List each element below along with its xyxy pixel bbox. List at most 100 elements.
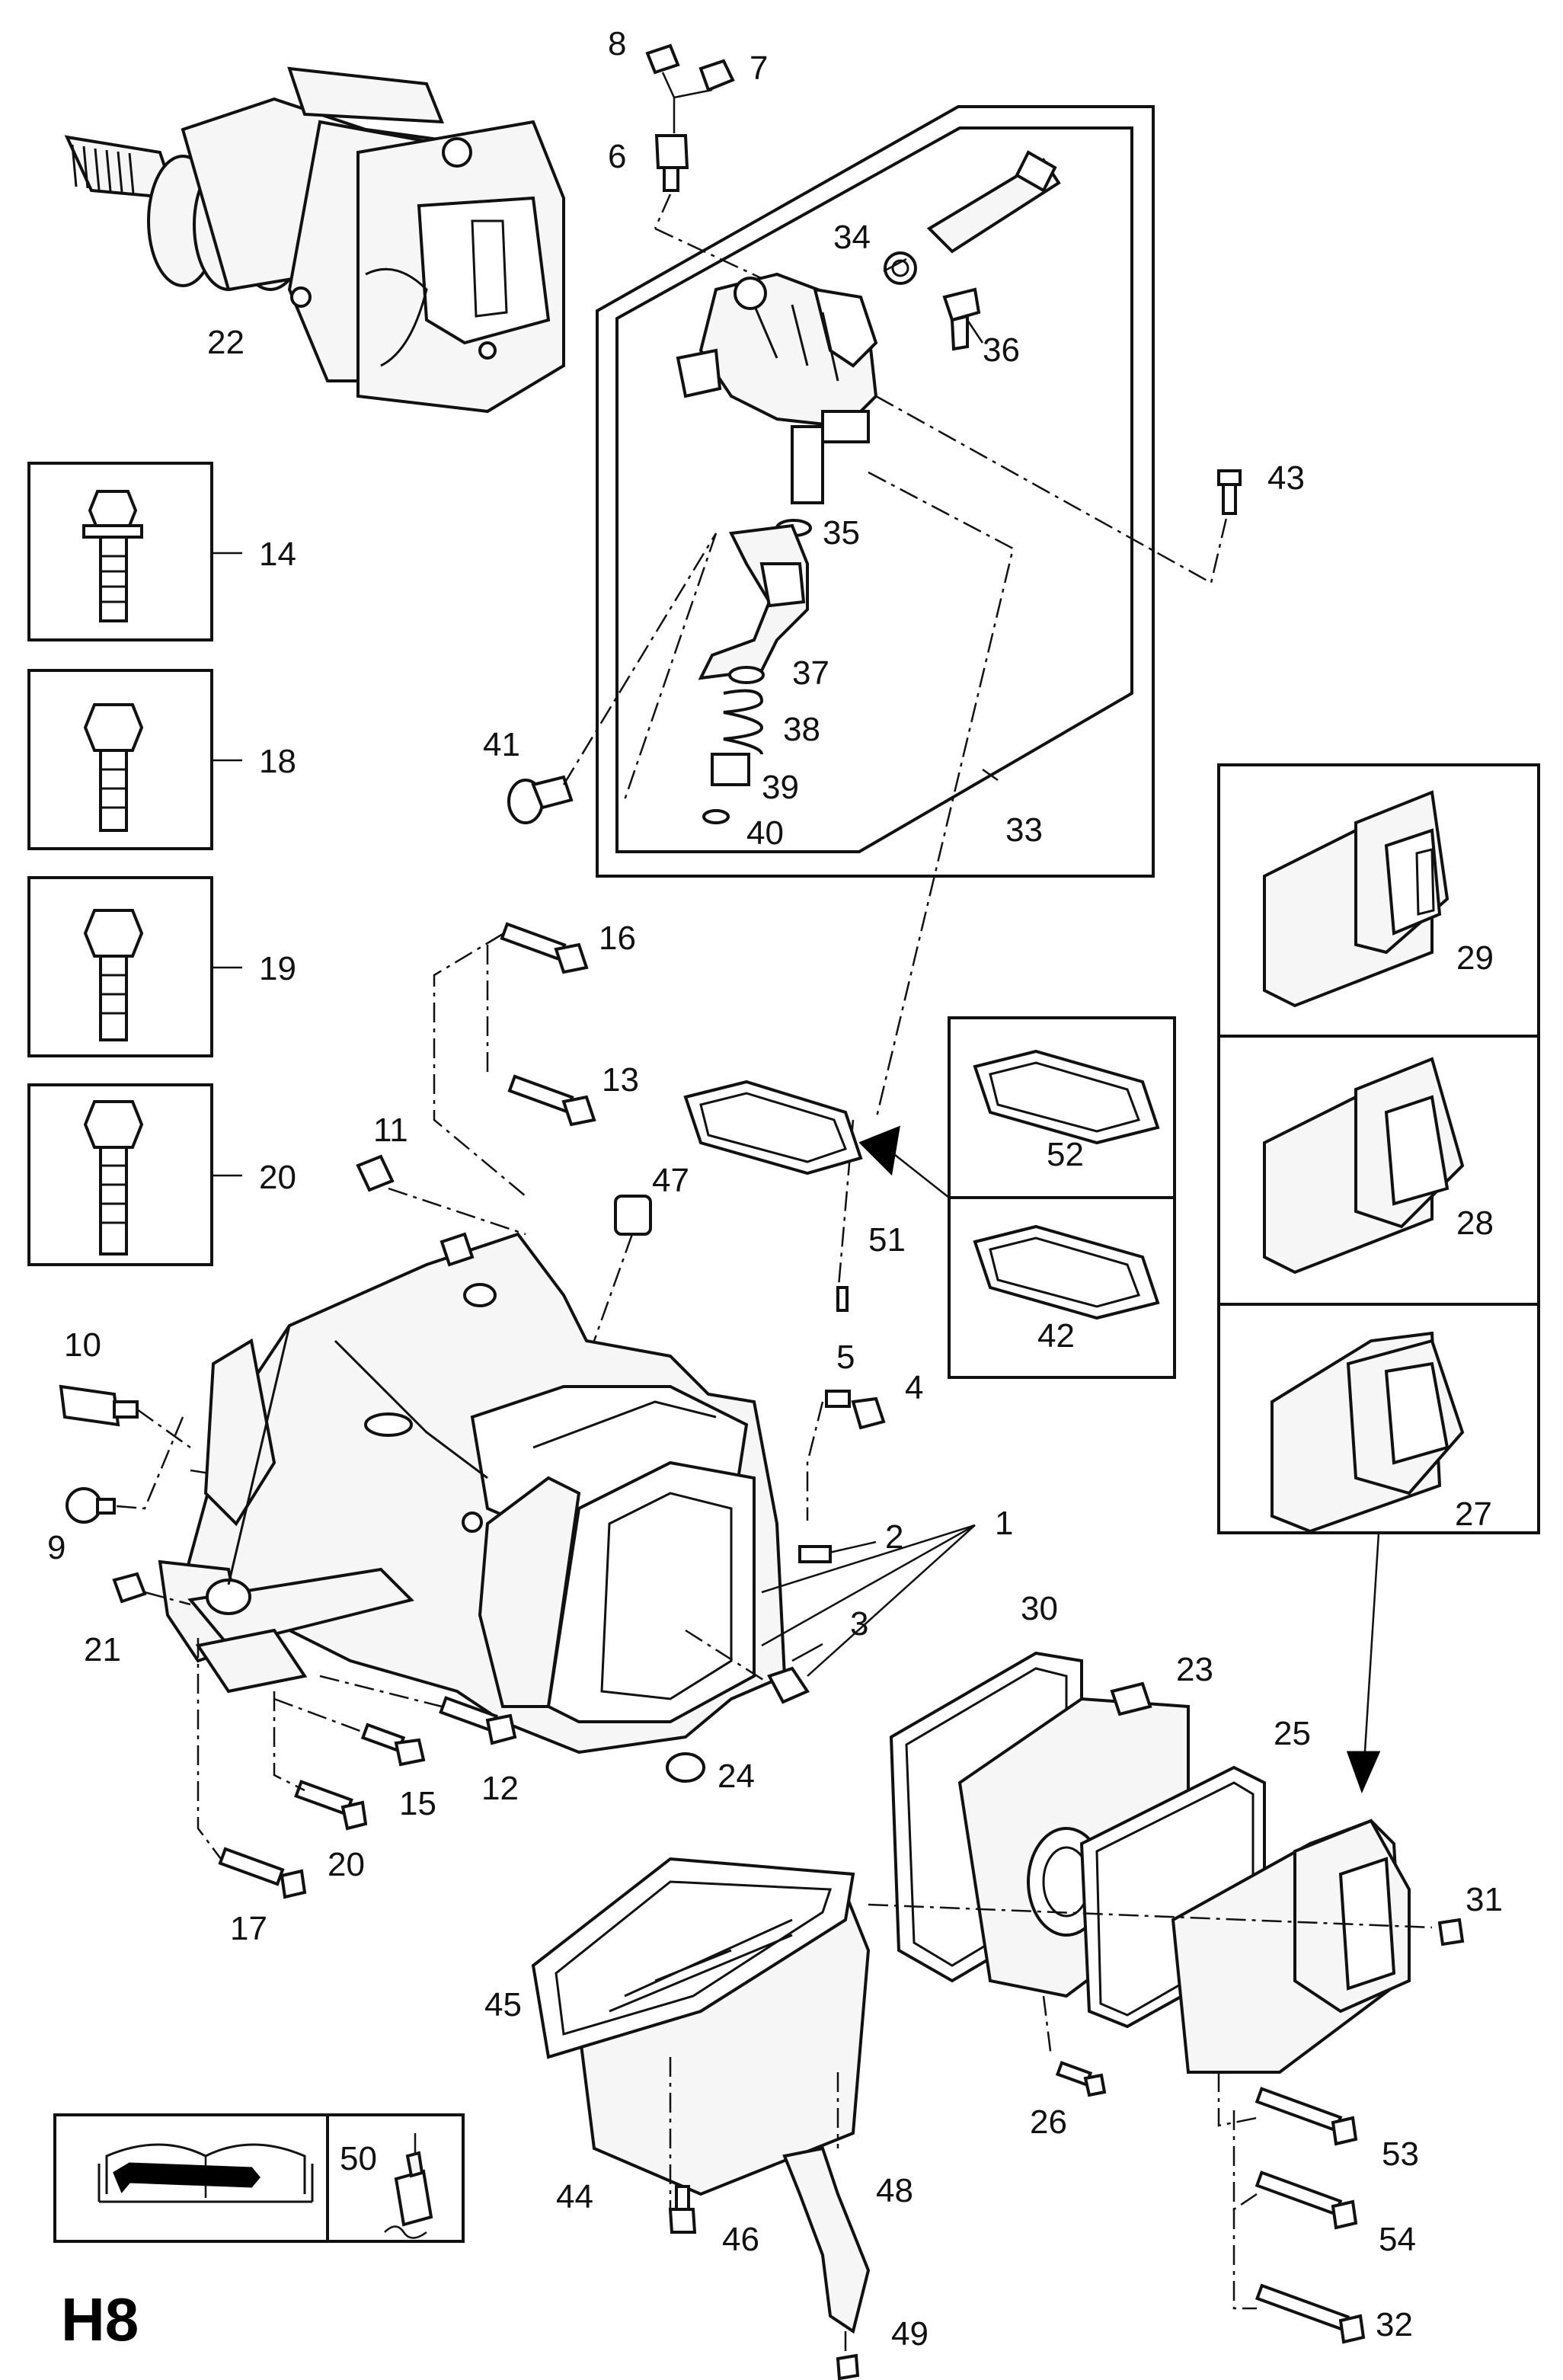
label-16: 16 — [599, 920, 636, 957]
label-48: 48 — [876, 2172, 913, 2209]
bolt-46-part — [668, 2185, 697, 2234]
pin-2-part — [798, 1545, 832, 1563]
bolt-box-20 — [27, 1083, 242, 1266]
selector-fork-stack — [698, 519, 812, 824]
bolt-12-part — [319, 1675, 517, 1745]
label-25: 25 — [1274, 1715, 1311, 1752]
label-22: 22 — [207, 324, 245, 361]
cover-29-part — [1263, 790, 1450, 1008]
gasket-51-part — [683, 1080, 950, 1312]
label-3: 3 — [850, 1605, 868, 1643]
label-leaders — [883, 258, 999, 782]
label-21: 21 — [84, 1631, 121, 1668]
end-cover-part — [868, 1651, 1433, 2074]
cover-27-part — [1271, 1331, 1465, 1534]
plug-9-part — [66, 1487, 116, 1524]
label-29: 29 — [1456, 939, 1494, 977]
label-18: 18 — [259, 743, 296, 780]
label-54: 54 — [1379, 2221, 1416, 2258]
label-20b: 20 — [328, 1846, 365, 1883]
label-10: 10 — [64, 1326, 101, 1364]
bolt-box-18 — [27, 669, 242, 850]
label-34: 34 — [833, 219, 871, 256]
bolt-26-part — [1042, 1995, 1107, 2097]
sealant-tube-icon — [384, 2133, 433, 2239]
label-35: 35 — [823, 514, 860, 552]
gear-cluster-part — [64, 66, 565, 414]
reference-icons-box — [53, 2113, 465, 2243]
label-7: 7 — [750, 50, 768, 87]
bracket-48-part — [782, 2072, 871, 2362]
label-51: 51 — [868, 1221, 906, 1259]
bushing-47-part — [593, 1195, 652, 1342]
label-17: 17 — [230, 1910, 267, 1947]
shift-housing-part — [676, 150, 1061, 504]
label-14: 14 — [259, 536, 296, 573]
bolt-20b-part — [273, 1691, 368, 1831]
transmission-housing-part — [158, 1232, 787, 1755]
label-5: 5 — [836, 1339, 855, 1376]
label-30: 30 — [1021, 1590, 1058, 1627]
label-44: 44 — [556, 2178, 593, 2215]
screw-43-part — [875, 395, 1242, 584]
label-4: 4 — [905, 1369, 923, 1406]
bushing-11-part — [356, 1154, 526, 1236]
label-40: 40 — [746, 814, 784, 852]
label-46: 46 — [722, 2221, 759, 2258]
shift-kit-box-33 — [596, 105, 1155, 878]
bolt-16-part — [500, 922, 589, 974]
label-43: 43 — [1267, 459, 1305, 497]
bolt-bracket-lines — [433, 932, 526, 1197]
label-36: 36 — [983, 331, 1020, 369]
switch-parts — [645, 43, 770, 283]
housing-leaders — [761, 1524, 976, 1677]
label-32: 32 — [1376, 2306, 1413, 2343]
bolt-box-19 — [27, 876, 242, 1057]
label-28: 28 — [1456, 1204, 1494, 1242]
label-38: 38 — [783, 711, 820, 748]
label-50: 50 — [340, 2140, 377, 2177]
cover-28-part — [1263, 1057, 1465, 1275]
bolt-box-14 — [27, 462, 242, 641]
nut-21-part — [112, 1572, 191, 1606]
label-2: 2 — [885, 1518, 903, 1556]
bolt-4-part — [806, 1390, 886, 1521]
label-47: 47 — [652, 1162, 689, 1199]
label-19: 19 — [259, 950, 296, 987]
label-26: 26 — [1030, 2103, 1067, 2141]
label-1: 1 — [995, 1505, 1013, 1542]
bushing-3-part — [685, 1629, 810, 1704]
page-code: H8 — [61, 2286, 139, 2353]
bolt-31-part — [1437, 1918, 1465, 1947]
label-13: 13 — [602, 1061, 639, 1099]
label-11: 11 — [373, 1112, 408, 1149]
cover-arrow — [1346, 1532, 1381, 1794]
label-9: 9 — [47, 1529, 66, 1566]
label-23: 23 — [1176, 1651, 1213, 1688]
label-49: 49 — [891, 2315, 929, 2353]
part-number-labels: 8 7 6 34 36 22 43 14 35 37 38 41 18 39 4… — [47, 25, 1503, 2353]
label-6: 6 — [608, 138, 626, 175]
plug-41-part — [507, 533, 718, 824]
oil-pan-part — [531, 1857, 871, 2209]
label-33: 33 — [1005, 811, 1043, 849]
label-31: 31 — [1466, 1881, 1503, 1918]
bolt-13-part — [507, 1074, 596, 1127]
label-27: 27 — [1455, 1495, 1492, 1533]
label-24: 24 — [718, 1758, 755, 1795]
label-8: 8 — [608, 25, 626, 62]
bolt-49-part — [836, 2353, 860, 2380]
label-12: 12 — [481, 1770, 519, 1807]
label-45: 45 — [484, 1986, 522, 2023]
bolts-53-54-32 — [1217, 2072, 1366, 2344]
label-42: 42 — [1037, 1317, 1075, 1355]
label-53: 53 — [1382, 2135, 1419, 2173]
plug-24-part — [666, 1752, 705, 1783]
label-41: 41 — [483, 726, 520, 763]
label-15: 15 — [399, 1785, 436, 1822]
bolt-15-part — [273, 1697, 426, 1767]
label-37: 37 — [792, 654, 829, 692]
bolt-17-part — [197, 1638, 307, 1899]
label-20a: 20 — [259, 1159, 296, 1196]
